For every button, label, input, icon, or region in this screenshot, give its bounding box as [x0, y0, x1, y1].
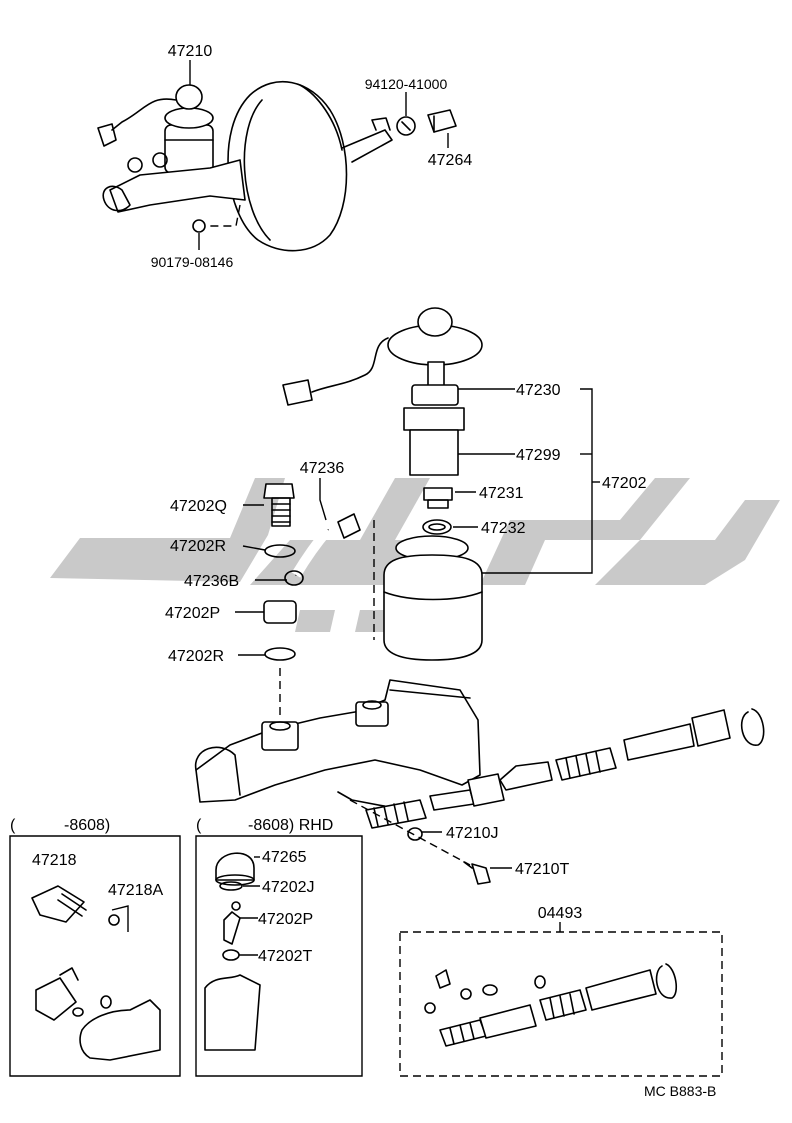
nut-icon [396, 116, 416, 136]
inset-middle-range: -8608) RHD [248, 817, 333, 834]
cap-47218A [108, 914, 120, 926]
grommet-47202P-inset [223, 911, 241, 945]
label-47265: 47265 [262, 849, 307, 866]
repair-kit [399, 922, 723, 1077]
brake-booster-drum [227, 80, 348, 252]
primary-piston [467, 773, 505, 807]
label-47202J: 47202J [262, 879, 315, 896]
small-washer [192, 219, 206, 233]
reservoir-47202 [383, 554, 483, 661]
small-master-cylinder [109, 159, 246, 213]
secondary-piston [623, 723, 695, 761]
cap-47265 [215, 852, 255, 881]
plug-47231 [423, 487, 453, 501]
union-bolt-47202Q [263, 483, 295, 499]
label-47202T: 47202T [258, 948, 312, 965]
piston-spring-2 [555, 747, 617, 781]
label-90179-08146: 90179-08146 [151, 254, 234, 270]
hose-clip [337, 513, 361, 539]
booster-pushrod [341, 129, 393, 163]
inset-middle [195, 835, 363, 1077]
clip-icon [427, 109, 457, 133]
plug-47202T [222, 949, 240, 961]
inset-middle-open-paren: ( [196, 817, 202, 834]
gasket-47210J [407, 827, 423, 841]
label-47210J: 47210J [446, 825, 499, 842]
master-cylinder-assembly [194, 307, 765, 885]
diagram-code: MC B883-B [644, 1083, 716, 1099]
float-47230 [411, 384, 459, 406]
gasket-47202J [219, 881, 243, 891]
label-47202P: 47202P [165, 605, 220, 622]
small-reservoir [164, 124, 214, 174]
label-47202: 47202 [602, 475, 647, 492]
grommet-47202P [263, 600, 297, 624]
ring-47202R-top [264, 544, 296, 558]
ring-47202R-bottom [264, 647, 296, 661]
booster-assembly [97, 60, 457, 252]
label-47236B: 47236B [184, 573, 239, 590]
inset-left [9, 835, 181, 1077]
clamp-47236B [284, 570, 304, 586]
label-47299: 47299 [516, 447, 561, 464]
strainer-47299 [403, 407, 465, 431]
label-47218: 47218 [32, 852, 77, 869]
bolt-47210T [471, 863, 491, 885]
inset-left-range: -8608) [64, 817, 110, 834]
inset-left-open-paren: ( [10, 817, 16, 834]
label-47202P-inset: 47202P [258, 911, 313, 928]
watermark-logo [50, 478, 780, 632]
label-47232: 47232 [481, 520, 526, 537]
label-47210T: 47210T [515, 861, 569, 878]
seal-47232 [422, 519, 452, 535]
label-47231: 47231 [479, 485, 524, 502]
label-47202R-top: 47202R [170, 538, 226, 555]
label-94120-41000: 94120-41000 [365, 76, 448, 92]
label-47218A: 47218A [108, 882, 163, 899]
sensor-connector [282, 379, 313, 406]
label-47202Q: 47202Q [170, 498, 227, 515]
label-47202R-bottom: 47202R [168, 648, 224, 665]
label-47210: 47210 [168, 43, 213, 60]
label-47236: 47236 [300, 460, 345, 477]
label-04493: 04493 [538, 905, 583, 922]
label-47230: 47230 [516, 382, 561, 399]
snap-ring [740, 708, 765, 746]
small-connector [97, 123, 117, 147]
label-47264: 47264 [428, 152, 473, 169]
master-cylinder-body [195, 679, 481, 803]
